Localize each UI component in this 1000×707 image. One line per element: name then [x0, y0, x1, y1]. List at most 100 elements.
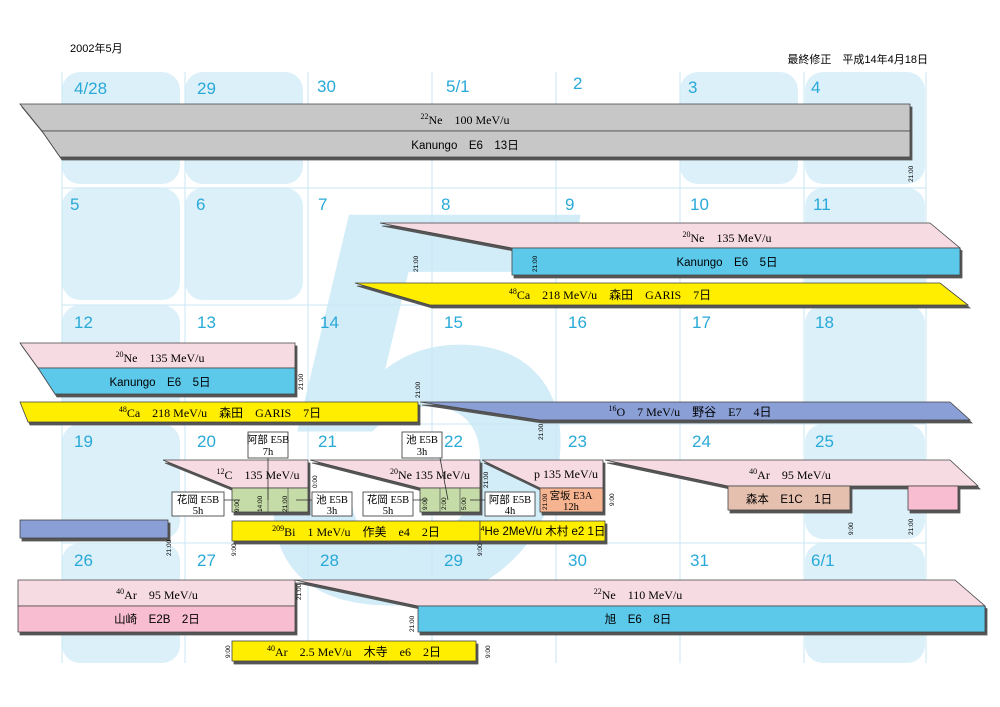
day-number: 18 [815, 313, 834, 332]
day-number: 29 [444, 551, 463, 570]
beam-user: Kanungo E6 13日 [411, 140, 518, 152]
beam-label: 40Ar 2.5 MeV/u 木寺 e6 2日 [267, 644, 441, 659]
day-number: 8 [441, 195, 450, 214]
time-mark: 21:00 [908, 518, 915, 535]
time-mark: 21:00 [282, 495, 289, 512]
beam-o16 [419, 401, 972, 421]
beam-label: 48Ca 218 MeV/u 森田 GARIS 7日 [119, 405, 321, 420]
time-mark: 21:00 [908, 165, 915, 182]
time-mark: 14:00 [257, 495, 264, 512]
time-mark: 9:00 [422, 497, 429, 510]
svg-text:阿部 E5B: 阿部 E5B [247, 433, 289, 446]
day-number: 24 [692, 432, 711, 451]
day-number: 20 [197, 432, 216, 451]
time-mark: 21:00 [532, 255, 539, 272]
time-mark: 9:00 [609, 493, 616, 506]
time-mark: 21:00 [415, 381, 422, 398]
svg-text:花岡 E5B: 花岡 E5B [177, 493, 219, 506]
day-number: 6 [196, 195, 205, 214]
day-number: 27 [197, 551, 216, 570]
beam-label: 48Ca 218 MeV/u 森田 GARIS 7日 [509, 287, 711, 302]
day-number: 13 [197, 313, 216, 332]
beam-c12 [162, 459, 309, 513]
day-number: 19 [74, 432, 93, 451]
day-number: 17 [692, 313, 711, 332]
day-number: 26 [74, 551, 93, 570]
beam-ne20-w4 [309, 459, 481, 513]
beam-label: p 135 MeV/u [534, 467, 598, 481]
note-miyasaka: 宮坂 E3A [550, 489, 593, 502]
beam-label: 209Bi 1 MeV/u 作美 e4 2日 [272, 524, 440, 539]
revision-date: 最終修正 平成14年4月18日 [787, 52, 928, 66]
day-number: 6/1 [811, 551, 835, 570]
beam-label: 40Ar 95 MeV/u [116, 587, 198, 602]
day-number: 14 [320, 313, 339, 332]
beam-ar40-25 [231, 640, 477, 662]
svg-text:5h: 5h [383, 506, 394, 517]
svg-text:7h: 7h [263, 447, 274, 458]
time-mark: 21:00 [483, 471, 490, 488]
day-number: 31 [690, 551, 709, 570]
beam-label: 20Ne 135 MeV/u [683, 230, 772, 245]
time-mark: 9:00 [234, 499, 241, 512]
time-mark: 2:00 [441, 497, 448, 510]
beam-label: 40Ar 95 MeV/u [749, 467, 831, 482]
day-number: 11 [813, 195, 831, 214]
day-number: 4/28 [74, 79, 107, 98]
time-mark: 21:00 [409, 615, 416, 632]
note-ike-3h-a: 池 E5B 3h [401, 431, 449, 501]
day-number: 28 [320, 551, 339, 570]
time-mark: 9:00 [231, 543, 238, 556]
day-number: 23 [568, 432, 587, 451]
time-mark: 0:00 [312, 475, 319, 488]
day-number: 21 [318, 432, 337, 451]
beam-user: Kanungo E6 5日 [109, 377, 210, 389]
day-numbers: 4/28 29 30 5/1 2 3 4 5 6 7 8 9 10 11 12 … [70, 74, 835, 570]
day-number: 30 [568, 551, 587, 570]
beam-user: 旭 E6 8日 [605, 613, 671, 626]
day-number: 3 [688, 78, 697, 97]
beam-label: 16O 7 MeV/u 野谷 E7 4日 [609, 404, 772, 419]
svg-text:阿部 E5B: 阿部 E5B [489, 493, 531, 506]
note-abe-4h: 阿部 E5B 4h [470, 491, 536, 517]
beam-label: 22Ne 110 MeV/u [594, 587, 683, 602]
day-number: 5/1 [446, 77, 470, 96]
time-mark: 21:00 [298, 373, 305, 390]
day-number: 9 [565, 195, 574, 214]
svg-text:4h: 4h [505, 506, 516, 517]
note-miyasaka-hours: 12h [563, 502, 580, 513]
day-number: 7 [318, 195, 327, 214]
time-mark: 9:00 [848, 522, 855, 535]
beam-label: 20Ne 135 MeV/u [390, 467, 470, 482]
beam-user: 森本 E1C 1日 [746, 492, 832, 506]
note-hanaoka-5h-a: 花岡 E5B 5h [171, 491, 240, 517]
beam-ne22-110 [294, 579, 987, 633]
note-hanaoka-5h-b: 花岡 E5B 5h [362, 491, 428, 517]
note-ike-3h-b: 池 E5B 3h [296, 491, 353, 517]
time-mark: 9:00 [225, 645, 232, 658]
time-mark: 9:00 [477, 543, 484, 556]
day-number: 29 [197, 79, 216, 98]
beam-ca48-w3 [19, 401, 419, 423]
beam-label: 22Ne 100 MeV/u [421, 112, 510, 127]
svg-text:5h: 5h [193, 506, 204, 517]
beam-label: 20Ne 135 MeV/u [116, 350, 205, 365]
time-mark: 9:00 [485, 645, 492, 658]
time-mark: 21:00 [296, 583, 303, 600]
day-number: 25 [815, 432, 834, 451]
beam-ar40-w4 [604, 459, 980, 511]
beam-ne22-100 [19, 103, 911, 158]
time-mark: 21:00 [166, 539, 173, 556]
day-number: 5 [70, 195, 79, 214]
note-abe-7h: 阿部 E5B 7h [247, 431, 289, 500]
beam-ar40-w5 [17, 579, 296, 633]
day-number: 12 [74, 313, 93, 332]
time-mark: 5:00 [461, 497, 468, 510]
svg-text:3h: 3h [327, 506, 338, 517]
beam-label: 4He 2MeV/u 木村 e2 1日 [481, 524, 606, 538]
beam-slate-end [19, 519, 169, 539]
day-number: 22 [444, 432, 463, 451]
beam-user: 山崎 E2B 2日 [114, 612, 200, 626]
